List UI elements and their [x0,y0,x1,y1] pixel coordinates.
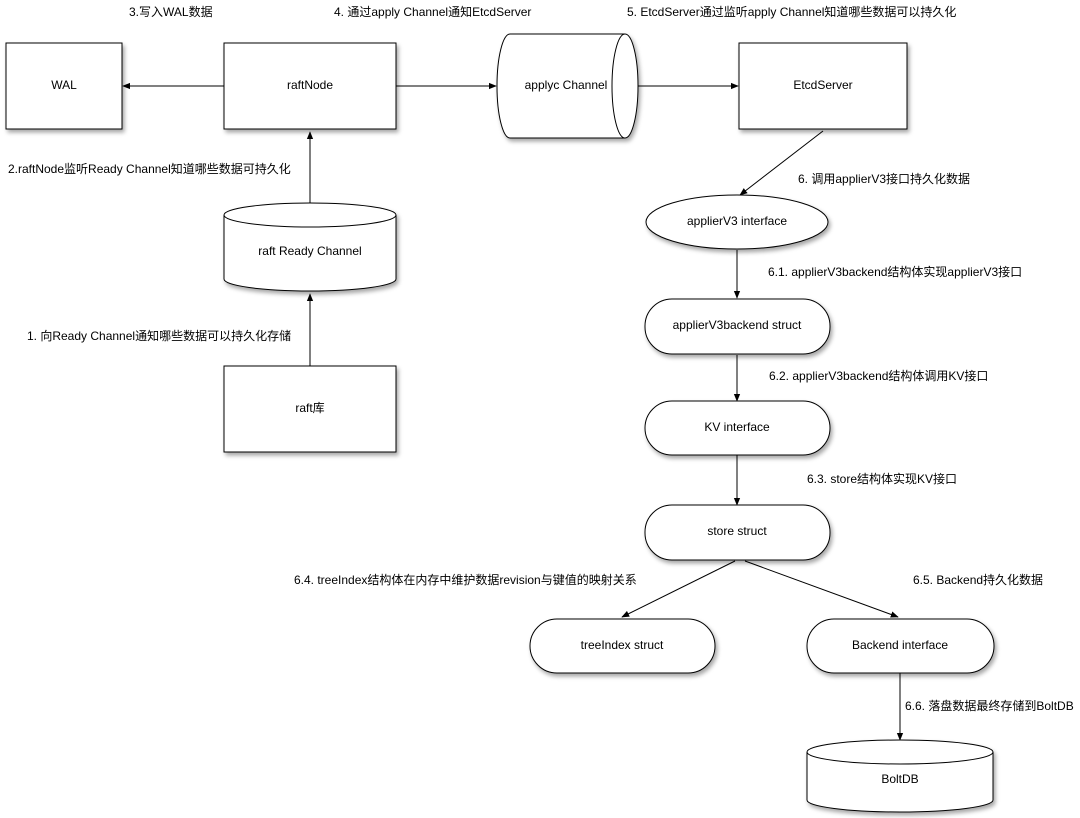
step6-4-label: 6.4. treeIndex结构体在内存中维护数据revision与键值的映射关… [294,572,637,587]
applierv3backend-struct-label: applierV3backend struct [673,318,802,332]
wal-node: WAL [5,42,123,130]
etcdserver-node: EtcdServer [738,42,908,130]
raftnode-label: raftNode [287,78,333,92]
step6-label: 6. 调用applierV3接口持久化数据 [798,171,970,186]
etcdserver-label: EtcdServer [793,78,852,92]
kv-interface-node: KV interface [644,400,831,456]
apply-channel-node: applyc Channel [496,33,639,139]
step3-label: 3.写入WAL数据 [129,4,213,19]
store-struct-node: store struct [644,504,831,561]
boltdb-label: BoltDB [881,772,918,786]
applierv3-interface-node: applierV3 interface [645,194,829,250]
step6-1-label: 6.1. applierV3backend结构体实现applierV3接口 [768,264,1022,279]
treeindex-struct-node: treeIndex struct [529,618,716,674]
wal-label: WAL [51,78,77,92]
raftnode-node: raftNode [223,42,397,130]
edge-store-to-backend-interface [744,560,899,618]
store-struct-label: store struct [707,524,767,538]
step6-2-label: 6.2. applierV3backend结构体调用KV接口 [769,368,988,383]
raft-lib-node: raft库 [223,365,397,453]
step2-label: 2.raftNode监听Ready Channel知道哪些数据可持久化 [8,161,291,176]
step6-6-label: 6.6. 落盘数据最终存储到BoltDB [905,698,1074,713]
treeindex-struct-label: treeIndex struct [581,638,664,652]
step1-label: 1. 向Ready Channel通知哪些数据可以持久化存储 [27,328,291,343]
step6-5-label: 6.5. Backend持久化数据 [913,572,1043,587]
applierv3-interface-label: applierV3 interface [687,214,787,228]
applierv3backend-struct-node: applierV3backend struct [644,298,831,355]
edge-etcdserver-to-applierv3 [739,130,824,196]
kv-interface-label: KV interface [704,420,770,434]
boltdb-node: BoltDB [806,739,994,813]
raft-ready-channel-label: raft Ready Channel [258,244,361,258]
step5-label: 5. EtcdServer通过监听apply Channel知道哪些数据可以持久… [627,4,956,19]
backend-interface-label: Backend interface [852,638,948,652]
edge-store-to-treeindex [621,560,736,618]
step6-3-label: 6.3. store结构体实现KV接口 [807,471,957,486]
backend-interface-node: Backend interface [806,618,995,674]
apply-channel-label: applyc Channel [525,78,608,92]
raft-lib-label: raft库 [295,400,324,415]
step4-label: 4. 通过apply Channel通知EtcdServer [334,5,531,19]
raft-ready-channel-node: raft Ready Channel [223,202,397,292]
